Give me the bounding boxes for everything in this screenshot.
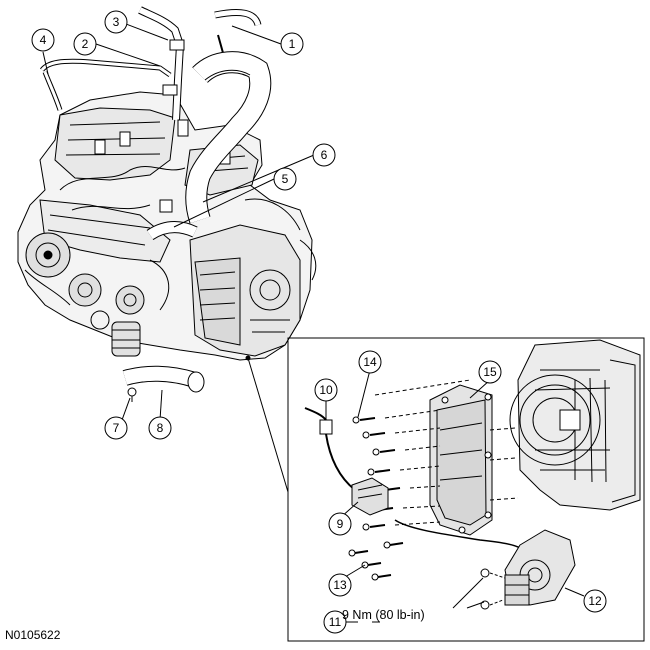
callout-13: 13 [328,573,352,597]
callout-3: 3 [104,10,128,34]
svg-text:2: 2 [82,37,89,51]
svg-text:7: 7 [113,421,120,435]
callout-12: 12 [583,589,607,613]
svg-text:15: 15 [483,365,497,379]
callout-4: 4 [31,28,55,52]
svg-text:5: 5 [282,172,289,186]
upper-hoses [40,6,272,241]
svg-text:10: 10 [319,383,333,397]
callout-8: 8 [148,416,172,440]
callout-14: 14 [358,350,382,374]
callouts: 1 2 3 4 5 6 7 8 [31,10,607,634]
svg-text:8: 8 [157,421,164,435]
svg-text:3: 3 [113,15,120,29]
svg-text:12: 12 [588,594,602,608]
svg-text:13: 13 [333,578,347,592]
svg-text:9: 9 [337,517,344,531]
callout-5: 5 [273,167,297,191]
lower-bolts [348,541,404,581]
callout-1: 1 [280,32,304,56]
callout-leaders [42,23,585,623]
lower-hose [122,365,205,402]
detail-box [287,337,645,642]
torque-spec-label: 9 Nm (80 lb-in) [342,608,425,622]
detail-leader [245,355,289,493]
svg-text:11: 11 [329,615,342,629]
detail-transmission [304,339,641,610]
callout-10: 10 [314,378,338,402]
callout-15: 15 [478,360,502,384]
svg-text:14: 14 [363,355,377,369]
callout-7: 7 [104,416,128,440]
figure-id-label: N0105622 [5,628,61,642]
callout-2: 2 [73,32,97,56]
svg-text:6: 6 [321,148,328,162]
callout-9: 9 [328,512,352,536]
callout-6: 6 [312,143,336,167]
svg-text:4: 4 [40,33,47,47]
callout-11: 11 [323,610,347,634]
svg-text:1: 1 [289,37,296,51]
